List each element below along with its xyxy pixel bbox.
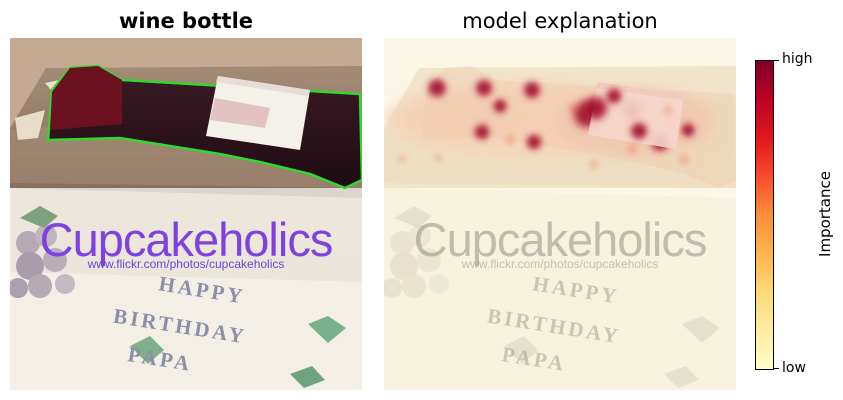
explanation-panel: Cupcakeholics www.flickr.com/photos/cupc… — [384, 38, 736, 390]
left-panel-title: wine bottle — [118, 9, 254, 33]
watermark-url-text: www.flickr.com/photos/cupcakeholics — [461, 257, 659, 271]
original-image-panel: Cupcakeholics www.flickr.com/photos/cupc… — [10, 38, 362, 390]
colorbar-high-tick — [774, 60, 779, 61]
watermark-url-text: www.flickr.com/photos/cupcakeholics — [87, 257, 285, 271]
watermark-main-text: Cupcakeholics — [413, 213, 708, 266]
right-panel-title: model explanation — [462, 9, 658, 33]
importance-colorbar — [755, 60, 774, 370]
colorbar-low-label: low — [782, 360, 806, 376]
colorbar-high-label: high — [782, 51, 813, 67]
colorbar-low-tick — [774, 368, 779, 369]
explanation-overlay — [384, 38, 736, 390]
colorbar-title: Importance — [816, 171, 834, 257]
watermark-main-text: Cupcakeholics — [39, 213, 334, 266]
original-image — [10, 38, 362, 390]
